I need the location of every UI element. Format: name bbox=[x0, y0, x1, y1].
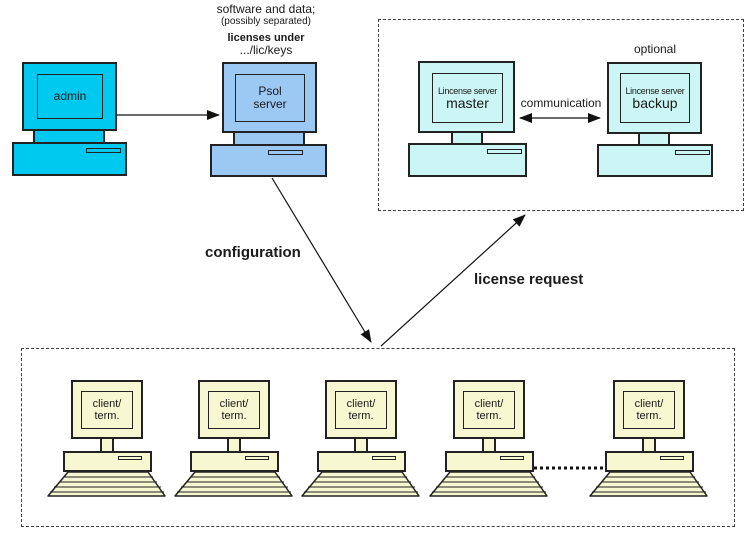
optional-label: optional bbox=[633, 42, 677, 56]
psol-label-line2: server bbox=[253, 97, 287, 111]
client1-screen: client/ term. bbox=[81, 391, 133, 429]
client-computer-icon-5: client/ term. bbox=[605, 380, 722, 475]
client5-screen: client/ term. bbox=[623, 391, 675, 429]
master-base-unit bbox=[408, 143, 527, 177]
client3-label-line2: term. bbox=[348, 410, 374, 422]
client5-floppy-slot-icon bbox=[660, 456, 684, 460]
admin-floppy-slot-icon bbox=[86, 148, 121, 153]
master-floppy-slot-icon bbox=[487, 149, 522, 154]
admin-screen: admin bbox=[37, 74, 103, 119]
client4-keyboard-icon bbox=[429, 471, 548, 497]
client4-floppy-slot-icon bbox=[500, 456, 524, 460]
backup-screen: Lincense server backup bbox=[620, 73, 690, 123]
clients-dashed-box bbox=[21, 348, 735, 527]
backup-base-unit bbox=[597, 144, 713, 177]
backup-floppy-slot-icon bbox=[675, 150, 710, 155]
license-master-computer-icon: Lincense server master bbox=[408, 61, 529, 177]
admin-computer-icon: admin bbox=[12, 62, 129, 177]
psol-base-unit bbox=[210, 144, 327, 177]
client2-label-line2: term. bbox=[221, 410, 247, 422]
client2-screen: client/ term. bbox=[208, 391, 260, 429]
licenses-note-line2: .../lic/keys bbox=[239, 43, 293, 57]
client1-neck bbox=[100, 436, 114, 451]
license-request-label: license request bbox=[474, 271, 584, 288]
client3-screen: client/ term. bbox=[335, 391, 387, 429]
software-data-note: software and data; (possibly separated) … bbox=[187, 2, 345, 57]
client4-neck bbox=[482, 436, 496, 451]
backup-monitor: Lincense server backup bbox=[607, 62, 702, 134]
configuration-arrow bbox=[271, 177, 372, 343]
client1-base-unit bbox=[63, 451, 152, 472]
license-backup-computer-icon: Lincense server backup bbox=[597, 62, 715, 177]
client3-floppy-slot-icon bbox=[372, 456, 396, 460]
software-data-note-line1: software and data; bbox=[216, 2, 316, 16]
client1-monitor: client/ term. bbox=[71, 380, 143, 439]
client5-monitor: client/ term. bbox=[613, 380, 685, 439]
psol-screen: Psol server bbox=[235, 74, 305, 122]
client-computer-icon-2: client/ term. bbox=[190, 380, 307, 475]
psol-monitor: Psol server bbox=[222, 62, 317, 133]
client2-label-line1: client/ bbox=[219, 398, 249, 410]
client-computer-icon-3: client/ term. bbox=[317, 380, 434, 475]
client4-screen: client/ term. bbox=[463, 391, 515, 429]
client3-base-unit bbox=[317, 451, 406, 472]
client-computer-icon-1: client/ term. bbox=[63, 380, 180, 475]
communication-label: communication bbox=[520, 96, 602, 110]
client3-neck bbox=[354, 436, 368, 451]
licenses-note-line1: licenses under bbox=[227, 32, 305, 44]
master-monitor: Lincense server master bbox=[418, 61, 515, 133]
admin-label: admin bbox=[53, 89, 87, 103]
admin-monitor: admin bbox=[22, 62, 117, 131]
client5-keyboard-icon bbox=[589, 471, 708, 497]
admin-base-unit bbox=[12, 142, 127, 176]
backup-monitor-neck bbox=[638, 132, 670, 144]
client2-keyboard-icon bbox=[174, 471, 293, 497]
client2-neck bbox=[227, 436, 241, 451]
psol-monitor-neck bbox=[233, 131, 305, 145]
client4-base-unit bbox=[445, 451, 534, 472]
client4-label-line1: client/ bbox=[474, 398, 504, 410]
backup-label-line1: Lincense server bbox=[625, 85, 685, 96]
psol-label-line1: Psol bbox=[258, 84, 282, 98]
client2-monitor: client/ term. bbox=[198, 380, 270, 439]
psol-server-computer-icon: Psol server bbox=[210, 62, 329, 177]
admin-monitor-neck bbox=[33, 129, 105, 144]
client1-label-line2: term. bbox=[94, 410, 120, 422]
master-screen: Lincense server master bbox=[432, 73, 503, 123]
client4-monitor: client/ term. bbox=[453, 380, 525, 439]
master-label-line2: master bbox=[446, 94, 489, 111]
client1-label-line1: client/ bbox=[92, 398, 122, 410]
client1-keyboard-icon bbox=[47, 471, 166, 497]
configuration-label: configuration bbox=[205, 244, 301, 261]
client5-label-line2: term. bbox=[636, 410, 662, 422]
license-server-dashed-box bbox=[378, 19, 744, 211]
client-computer-icon-4: client/ term. bbox=[445, 380, 562, 475]
master-label-line1: Lincense server bbox=[437, 85, 498, 96]
client5-label-line1: client/ bbox=[634, 398, 664, 410]
license-request-arrow bbox=[380, 214, 526, 347]
software-data-note-line2: (possibly separated) bbox=[220, 16, 312, 27]
psol-floppy-slot-icon bbox=[268, 150, 303, 155]
client3-keyboard-icon bbox=[301, 471, 420, 497]
client2-base-unit bbox=[190, 451, 279, 472]
client5-base-unit bbox=[605, 451, 694, 472]
client2-floppy-slot-icon bbox=[245, 456, 269, 460]
client3-monitor: client/ term. bbox=[325, 380, 397, 439]
master-monitor-neck bbox=[451, 131, 483, 144]
client4-label-line2: term. bbox=[476, 410, 502, 422]
client5-neck bbox=[642, 436, 656, 451]
backup-label-line2: backup bbox=[632, 94, 678, 111]
client3-label-line1: client/ bbox=[346, 398, 376, 410]
client1-floppy-slot-icon bbox=[118, 456, 142, 460]
